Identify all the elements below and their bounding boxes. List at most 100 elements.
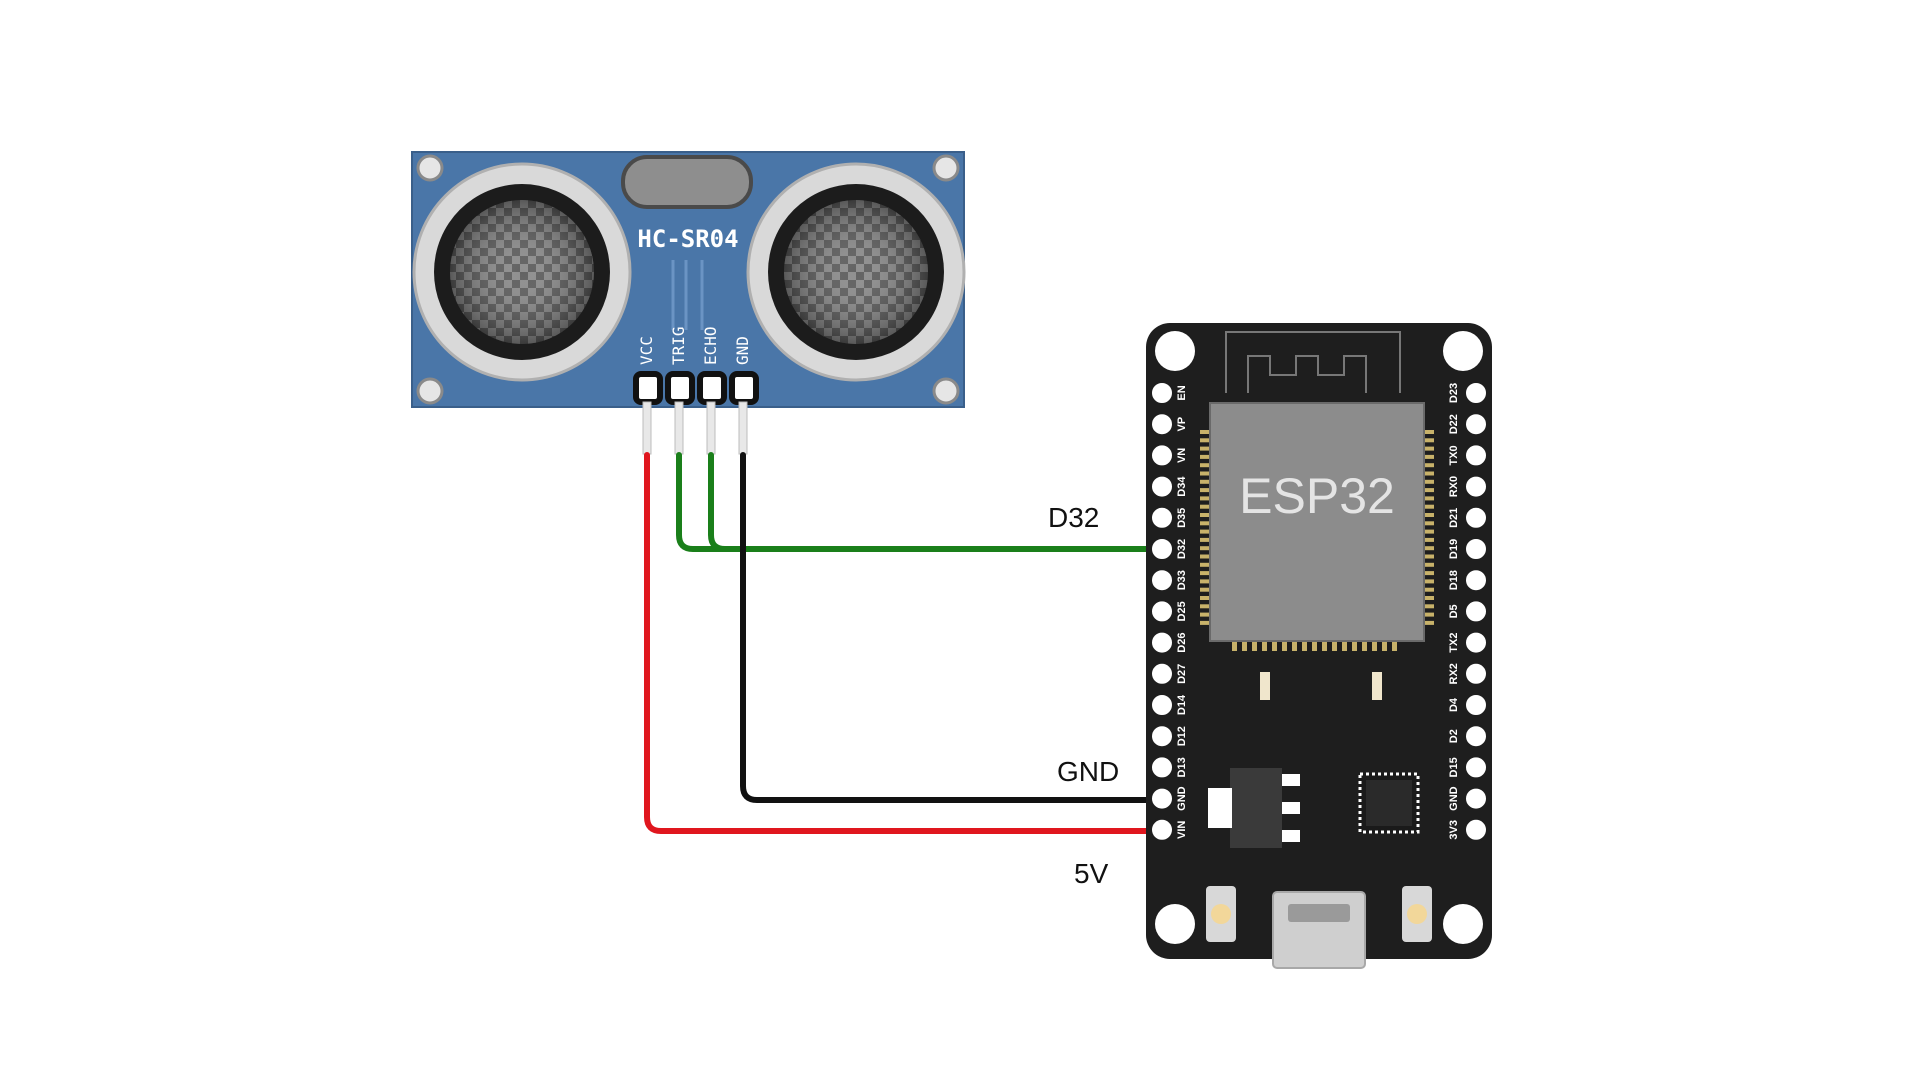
wires <box>644 452 1163 834</box>
right-pin-d21[interactable] <box>1464 505 1488 530</box>
left-pin-d12[interactable] <box>1150 724 1174 749</box>
right-pin-d19[interactable] <box>1464 537 1488 561</box>
right-pin-d5[interactable] <box>1464 599 1488 624</box>
wire-label-gnd: GND <box>1057 756 1119 787</box>
header-pin-echo[interactable] <box>697 371 727 405</box>
right-pin-label: GND <box>1448 786 1460 811</box>
wire-gnd-gnd[interactable] <box>740 452 1163 803</box>
usb-uart-chip <box>1358 772 1420 834</box>
wire-label-5v: 5V <box>1074 858 1109 889</box>
left-pin-d32[interactable] <box>1150 537 1174 561</box>
left-pin-label: D27 <box>1176 664 1188 684</box>
sensor-traces <box>671 260 704 330</box>
right-pin-d18[interactable] <box>1464 568 1488 593</box>
left-pin-d26[interactable] <box>1150 630 1174 655</box>
esp32-chip <box>1209 402 1425 642</box>
left-pin-d13[interactable] <box>1150 755 1174 780</box>
right-pin-label: D22 <box>1448 414 1460 434</box>
transmitter-transducer <box>412 162 632 382</box>
left-pin-label: D13 <box>1176 757 1188 777</box>
right-pin-label: TX2 <box>1448 633 1460 653</box>
left-pin-en[interactable] <box>1150 381 1174 405</box>
receiver-transducer <box>746 162 966 382</box>
sensor-mounting-holes <box>416 154 960 405</box>
chip-pads <box>1200 430 1434 651</box>
left-pin-label: GND <box>1176 786 1188 811</box>
left-pin-label: VIN <box>1176 821 1188 839</box>
header-pin-vcc[interactable] <box>633 371 663 405</box>
left-pin-label: D26 <box>1176 633 1188 653</box>
right-pin-label: D15 <box>1448 757 1460 777</box>
right-pin-d4[interactable] <box>1464 693 1488 717</box>
right-pin-gnd[interactable] <box>1464 786 1488 811</box>
right-pin-label: D21 <box>1448 508 1460 528</box>
left-pin-label: D14 <box>1176 694 1188 715</box>
pin-label-vcc: VCC <box>637 336 656 365</box>
wire-label-d32: D32 <box>1048 502 1099 533</box>
smd-part-1 <box>1260 672 1270 700</box>
esp32-mounting-holes <box>1155 331 1483 944</box>
micro-usb-port[interactable] <box>1272 891 1366 969</box>
right-pin-label: D19 <box>1448 539 1460 559</box>
chip-label: ESP32 <box>1239 468 1395 524</box>
right-pin-label: RX0 <box>1448 476 1460 497</box>
right-pin-label: D23 <box>1448 383 1460 403</box>
left-pin-label: D33 <box>1176 570 1188 590</box>
crystal-oscillator <box>621 155 753 209</box>
sensor-pin-legs <box>642 401 748 455</box>
left-pin-label: D35 <box>1176 508 1188 528</box>
pin-label-echo: ECHO <box>701 326 720 365</box>
left-pin-d35[interactable] <box>1150 505 1174 530</box>
antenna-trace <box>1225 331 1401 393</box>
right-pin-d23[interactable] <box>1464 381 1488 405</box>
right-pin-3v3[interactable] <box>1464 817 1488 842</box>
left-pin-vp[interactable] <box>1150 412 1174 437</box>
right-pin-d22[interactable] <box>1464 412 1488 437</box>
left-pin-d34[interactable] <box>1150 474 1174 499</box>
left-pin-vin[interactable] <box>1150 817 1174 842</box>
left-pin-header: ENVPVND34D35D32D33D25D26D27D14D12D13GNDV… <box>1150 381 1188 842</box>
left-pin-d25[interactable] <box>1150 599 1174 624</box>
right-pin-tx0[interactable] <box>1464 443 1488 468</box>
right-pin-rx0[interactable] <box>1464 474 1488 499</box>
pin-label-gnd: GND <box>733 336 752 365</box>
right-pin-label: RX2 <box>1448 663 1460 684</box>
voltage-regulator <box>1208 768 1300 848</box>
left-pin-label: D12 <box>1176 726 1188 746</box>
right-pin-tx2[interactable] <box>1464 630 1488 655</box>
right-pin-label: TX0 <box>1448 445 1460 465</box>
sensor-name: HC-SR04 <box>637 225 738 253</box>
left-pin-label: VP <box>1176 417 1188 432</box>
en-button[interactable] <box>1206 886 1236 942</box>
left-pin-label: D34 <box>1176 476 1188 497</box>
left-pin-gnd[interactable] <box>1150 786 1174 811</box>
header-pin-trig[interactable] <box>665 371 695 405</box>
header-pin-gnd[interactable] <box>729 371 759 405</box>
sensor-pin-labels: VCC TRIG ECHO GND <box>637 326 752 365</box>
left-pin-vn[interactable] <box>1150 443 1174 468</box>
right-pin-label: D18 <box>1448 570 1460 590</box>
right-pin-label: 3V3 <box>1448 820 1460 840</box>
right-pin-label: D4 <box>1448 697 1460 712</box>
left-pin-d14[interactable] <box>1150 693 1174 717</box>
left-pin-label: D25 <box>1176 601 1188 621</box>
pin-label-trig: TRIG <box>669 326 688 365</box>
left-pin-label: D32 <box>1176 539 1188 559</box>
right-pin-rx2[interactable] <box>1464 661 1488 686</box>
hc-sr04-module: HC-SR04 VCC TRIG ECHO GND <box>411 151 966 455</box>
wire-trig-d32[interactable] <box>676 452 1163 552</box>
left-pin-d33[interactable] <box>1150 568 1174 593</box>
wire-vcc-vin[interactable] <box>644 452 1163 834</box>
left-pin-label: VN <box>1176 448 1188 463</box>
right-pin-d15[interactable] <box>1464 755 1488 780</box>
wire-echo-d32[interactable] <box>708 452 1163 552</box>
boot-button[interactable] <box>1402 886 1432 942</box>
right-pin-label: D2 <box>1448 729 1460 743</box>
right-pin-d2[interactable] <box>1464 724 1488 749</box>
left-pin-d27[interactable] <box>1150 661 1174 686</box>
smd-part-2 <box>1372 672 1382 700</box>
right-pin-label: D5 <box>1448 604 1460 618</box>
